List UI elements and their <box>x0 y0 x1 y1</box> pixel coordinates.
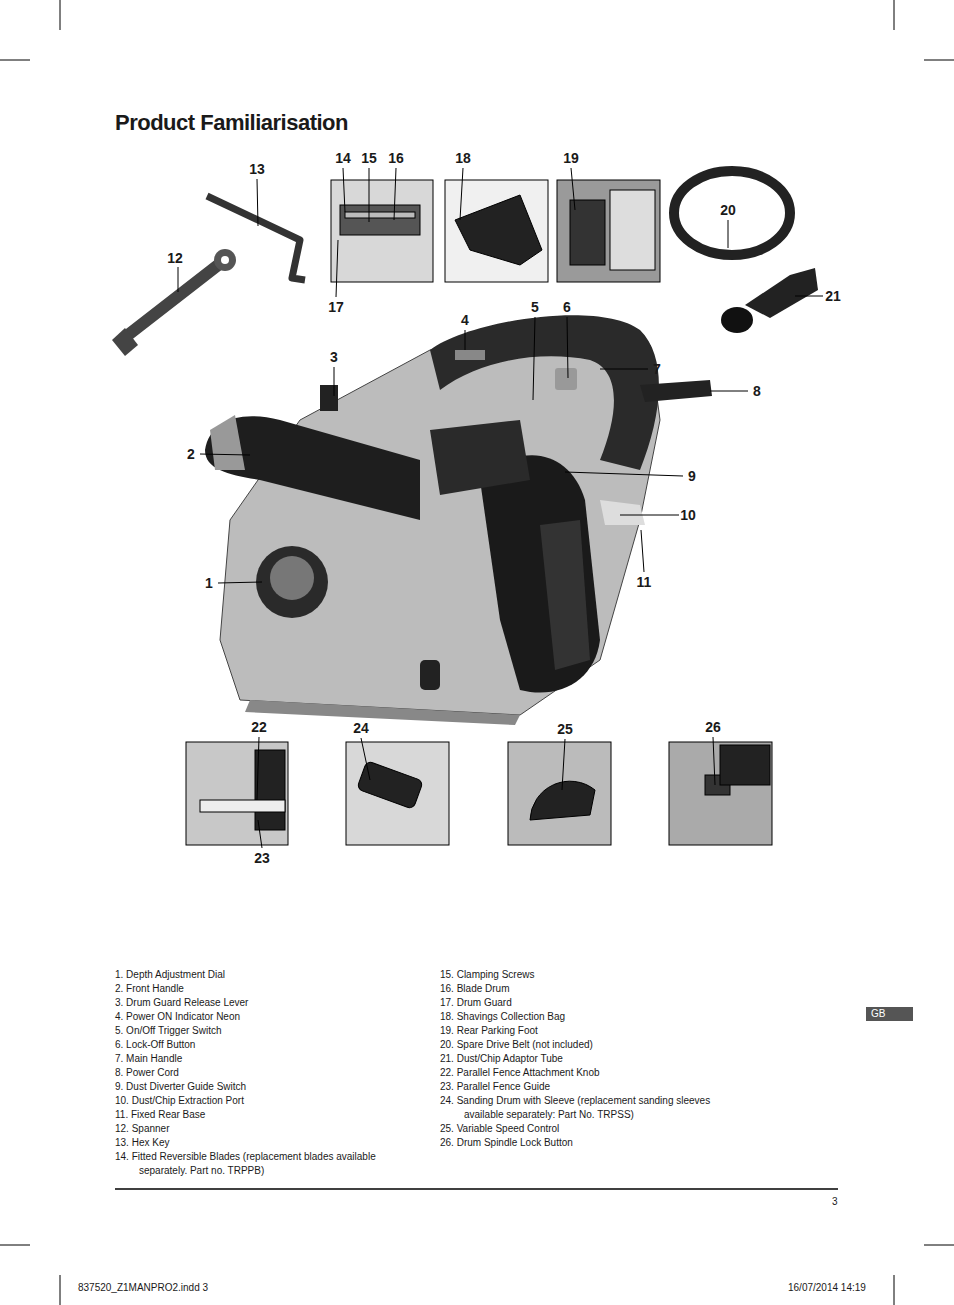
callout-number: 4 <box>461 313 469 327</box>
parts-list-item: 7. Main Handle <box>115 1052 389 1066</box>
parts-list-item: 17. Drum Guard <box>440 996 714 1010</box>
callout-number: 11 <box>637 575 652 589</box>
callout-number: 21 <box>825 289 841 303</box>
parts-list-item: 1. Depth Adjustment Dial <box>115 968 389 982</box>
planer-body <box>205 315 712 725</box>
parts-list-item: 3. Drum Guard Release Lever <box>115 996 389 1010</box>
parts-list-item: 21. Dust/Chip Adaptor Tube <box>440 1052 714 1066</box>
parts-list-item: 12. Spanner <box>115 1122 389 1136</box>
callout-number: 14 <box>335 151 351 165</box>
callout-number: 2 <box>187 447 195 461</box>
parts-list-item: 5. On/Off Trigger Switch <box>115 1024 389 1038</box>
callout-number: 8 <box>753 384 761 398</box>
callout-number: 5 <box>531 300 539 314</box>
parts-list-item: 25. Variable Speed Control <box>440 1122 714 1136</box>
callout-number: 10 <box>680 508 696 522</box>
callout-number: 25 <box>557 722 573 736</box>
inset-photos <box>186 180 772 845</box>
callout-number: 16 <box>388 151 404 165</box>
callout-number: 23 <box>254 851 270 865</box>
callout-number: 3 <box>330 350 338 364</box>
callout-number: 22 <box>251 720 267 734</box>
parts-list-item: 6. Lock-Off Button <box>115 1038 389 1052</box>
hex-key <box>207 196 305 280</box>
language-tab-label: GB <box>871 1007 885 1020</box>
parts-list-item: 24. Sanding Drum with Sleeve (replacemen… <box>440 1094 714 1122</box>
adaptor-tube <box>721 268 818 333</box>
footer-rule <box>115 1188 838 1190</box>
callout-number: 24 <box>353 721 369 735</box>
footer-slug: 16/07/2014 14:19 <box>788 1283 866 1293</box>
parts-list-item: 11. Fixed Rear Base <box>115 1108 389 1122</box>
footer-slug: 837520_Z1MANPRO2.indd 3 <box>78 1283 208 1293</box>
callout-number: 13 <box>249 162 265 176</box>
callout-number: 7 <box>653 362 661 376</box>
parts-list-item: 15. Clamping Screws <box>440 968 714 982</box>
parts-list-item: 26. Drum Spindle Lock Button <box>440 1136 714 1150</box>
leader-lines <box>178 168 823 848</box>
parts-list-item: 8. Power Cord <box>115 1066 389 1080</box>
spanner <box>112 249 236 356</box>
parts-list-item: 23. Parallel Fence Guide <box>440 1080 714 1094</box>
callout-number: 18 <box>455 151 471 165</box>
callout-number: 1 <box>205 576 213 590</box>
parts-list-item: 13. Hex Key <box>115 1136 389 1150</box>
page-number: 3 <box>832 1197 838 1207</box>
callout-number: 6 <box>563 300 571 314</box>
parts-list-item: 14. Fitted Reversible Blades (replacemen… <box>115 1150 389 1178</box>
parts-list-item: 18. Shavings Collection Bag <box>440 1010 714 1024</box>
callout-number: 26 <box>705 720 721 734</box>
callout-number: 17 <box>328 300 344 314</box>
parts-list-item: 2. Front Handle <box>115 982 389 996</box>
page-title: Product Familiarisation <box>115 110 348 136</box>
callout-number: 19 <box>563 151 579 165</box>
callout-number: 15 <box>361 151 377 165</box>
parts-list-item: 10. Dust/Chip Extraction Port <box>115 1094 389 1108</box>
parts-list-item: 4. Power ON Indicator Neon <box>115 1010 389 1024</box>
parts-list-item: 16. Blade Drum <box>440 982 714 996</box>
language-tab <box>866 1007 913 1021</box>
callout-number: 12 <box>167 251 183 265</box>
parts-list-item: 20. Spare Drive Belt (not included) <box>440 1038 714 1052</box>
drive-belt <box>674 171 790 255</box>
parts-list-item: 22. Parallel Fence Attachment Knob <box>440 1066 714 1080</box>
parts-list-item: 9. Dust Diverter Guide Switch <box>115 1080 389 1094</box>
callout-number: 20 <box>720 203 736 217</box>
parts-list-item: 19. Rear Parking Foot <box>440 1024 714 1038</box>
callout-number: 9 <box>688 469 696 483</box>
